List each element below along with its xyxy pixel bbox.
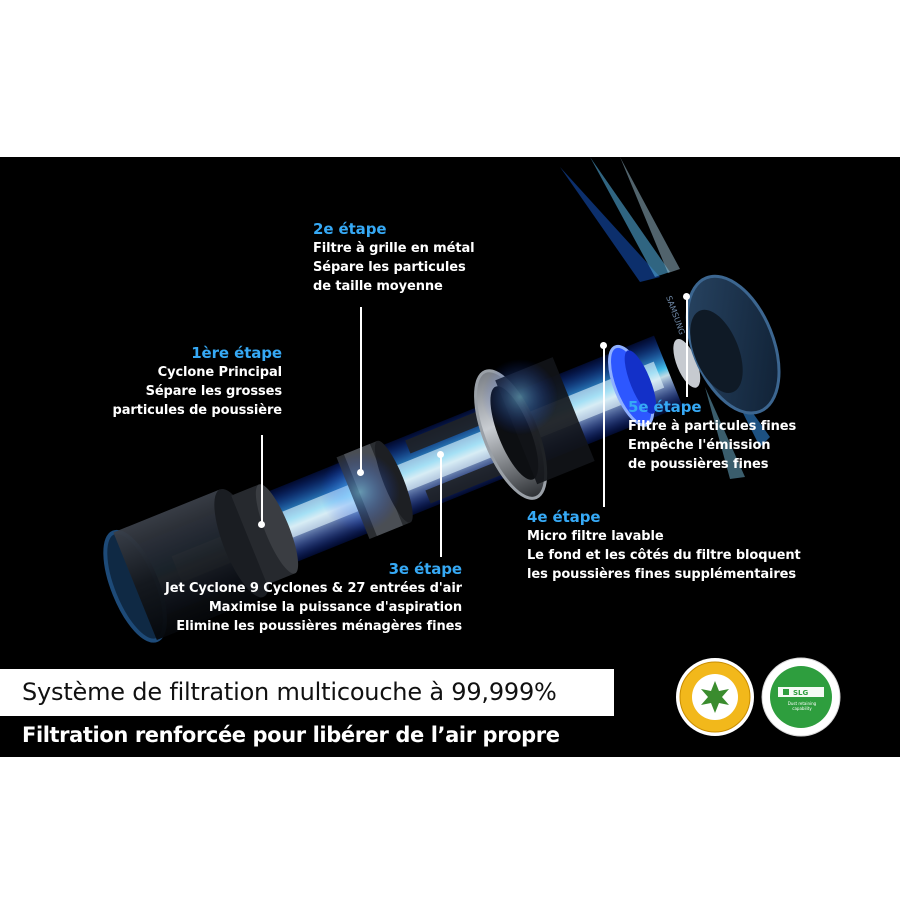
leader-dot-2 bbox=[357, 469, 364, 476]
stage-5-label: 5e étape Filtre à particules fines Empêc… bbox=[628, 397, 796, 474]
stage-4-line-1: Micro filtre lavable bbox=[527, 529, 664, 544]
brand-mark: SAMSUNG bbox=[664, 295, 686, 336]
leader-line-5 bbox=[686, 297, 688, 397]
stage-2-label: 2e étape Filtre à grille en métal Sépare… bbox=[313, 219, 475, 296]
stage-4-title: 4e étape bbox=[527, 508, 601, 526]
stage-5-line-3: de poussières fines bbox=[628, 457, 769, 472]
leader-dot-5 bbox=[683, 293, 690, 300]
leader-dot-4 bbox=[600, 342, 607, 349]
stage-3-line-2: Maximise la puissance d'aspiration bbox=[208, 600, 462, 615]
filter-cutaway-illustration: SAMSUNG bbox=[103, 157, 781, 643]
stage-1-title: 1ère étape bbox=[191, 344, 282, 362]
leader-dot-3 bbox=[437, 451, 444, 458]
slg-caption: Dust retaining capability bbox=[787, 701, 817, 711]
headline-box: Système de filtration multicouche à 99,9… bbox=[0, 669, 614, 716]
stage-1-line-2: Sépare les grosses bbox=[145, 384, 283, 399]
leader-line-4 bbox=[603, 347, 605, 507]
stage-1-line-3: particules de poussière bbox=[112, 403, 283, 418]
stage-1-label: 1ère étape Cyclone Principal Sépare les … bbox=[112, 343, 283, 420]
stage-5-line-2: Empêche l'émission bbox=[628, 438, 771, 453]
leader-line-1 bbox=[261, 435, 263, 525]
stage-3-title: 3e étape bbox=[388, 560, 463, 578]
stage-3-line-3: Elimine les poussières ménagères fines bbox=[176, 619, 462, 634]
stage-5-line-1: Filtre à particules fines bbox=[628, 419, 797, 434]
stage-1-line-1: Cyclone Principal bbox=[157, 365, 282, 380]
subheadline: Filtration renforcée pour libérer de l’a… bbox=[22, 723, 560, 747]
stage-3-label: 3e étape Jet Cyclone 9 Cyclones & 27 ent… bbox=[165, 559, 462, 636]
slg-seal: SLG Dust retaining capability bbox=[761, 657, 841, 737]
stage-2-line-2: Sépare les particules bbox=[313, 260, 466, 275]
stage-4-line-3: les poussières fines supplémentaires bbox=[527, 567, 797, 582]
stage-3-line-1: Jet Cyclone 9 Cyclones & 27 entrées d'ai… bbox=[164, 581, 462, 596]
allergy-uk-seal bbox=[675, 657, 755, 737]
headline: Système de filtration multicouche à 99,9… bbox=[22, 678, 557, 706]
leader-line-2 bbox=[360, 307, 362, 472]
stage-4-label: 4e étape Micro filtre lavable Le fond et… bbox=[527, 507, 801, 584]
stage-2-line-3: de taille moyenne bbox=[313, 279, 443, 294]
stage-2-title: 2e étape bbox=[313, 220, 387, 238]
stage-5-title: 5e étape bbox=[628, 398, 702, 416]
leader-line-3 bbox=[440, 457, 442, 557]
stage-2-line-1: Filtre à grille en métal bbox=[313, 241, 475, 256]
product-illustration: SAMSUNG 1ère étape Cyclone Principal Sép… bbox=[0, 157, 900, 757]
slg-name: SLG bbox=[793, 689, 809, 697]
leader-dot-1 bbox=[258, 521, 265, 528]
stage-4-line-2: Le fond et les côtés du filtre bloquent bbox=[527, 548, 801, 563]
